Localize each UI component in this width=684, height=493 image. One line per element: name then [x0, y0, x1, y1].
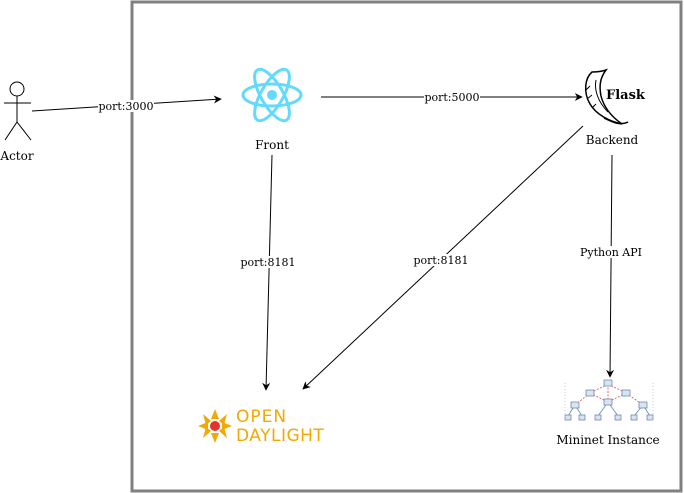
edge-label-backend-port-8181: port:8181 [413, 254, 468, 267]
edge-actor-front[interactable]: port:3000 [31, 95, 222, 113]
actor-node[interactable]: Actor [0, 81, 34, 163]
opendaylight-logo-daylight: DAYLIGHT [236, 426, 324, 446]
edge-backend-mininet[interactable]: Python API [578, 154, 644, 378]
front-node[interactable]: Front [241, 64, 303, 152]
opendaylight-flower-icon [198, 409, 232, 443]
flask-logo-text: Flask [606, 88, 646, 103]
opendaylight-logo-open: OPEN [236, 407, 287, 427]
stick-figure-icon [4, 81, 32, 141]
edge-label-front-port-8181: port:8181 [240, 256, 295, 269]
edge-front-backend[interactable]: port:5000 [321, 91, 583, 104]
opendaylight-node[interactable]: OPEN DAYLIGHT [198, 407, 324, 446]
backend-label: Backend [586, 133, 639, 147]
react-atom-icon [241, 67, 303, 123]
front-label: Front [255, 138, 289, 152]
actor-label: Actor [0, 149, 34, 163]
flask-horn-icon [584, 68, 629, 125]
edge-label-python-api: Python API [580, 246, 642, 259]
system-boundary [130, 0, 683, 493]
network-topology-icon [564, 379, 654, 422]
edge-label-port-5000: port:5000 [424, 91, 479, 104]
mininet-node[interactable]: Mininet Instance [556, 379, 660, 447]
edge-backend-opendaylight[interactable]: port:8181 [302, 125, 584, 390]
backend-node[interactable]: Flask Backend [584, 68, 646, 147]
edge-label-port-3000: port:3000 [98, 100, 153, 113]
mininet-label: Mininet Instance [556, 433, 659, 447]
edge-front-opendaylight[interactable]: port:8181 [240, 154, 296, 391]
